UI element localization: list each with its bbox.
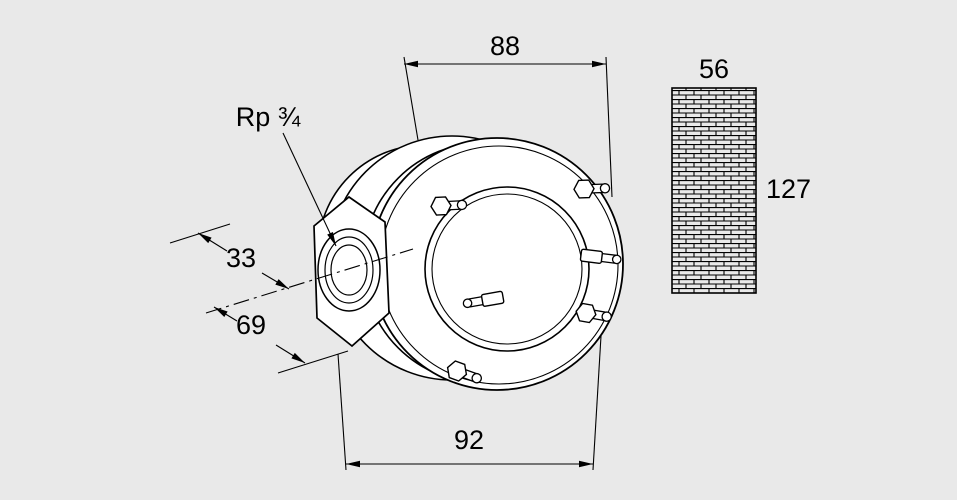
valve-body (313, 135, 624, 391)
extension-line (605, 56, 613, 198)
block-height-label: 127 (766, 174, 811, 204)
dimension-line (197, 232, 228, 252)
dim-88-label: 88 (490, 31, 520, 61)
port-axis-centerline (205, 248, 414, 314)
thread-outer-ellipse (317, 228, 381, 312)
thread-mid-ellipse (324, 236, 374, 304)
dimension-88: 88 (403, 31, 613, 198)
dimension-33: 33 (169, 223, 290, 290)
dim-69-label: 69 (236, 310, 266, 340)
extension-line (169, 223, 231, 244)
thread-inner-ellipse (330, 244, 368, 296)
leader-line (282, 132, 337, 247)
dimension-line (213, 306, 238, 322)
dim-33-label: 33 (226, 243, 256, 273)
extension-line (592, 335, 602, 471)
dim-92-label: 92 (454, 425, 484, 455)
wall-section-block: 56 127 (671, 54, 811, 294)
extension-line (403, 56, 419, 141)
extension-line (277, 350, 349, 374)
dimension-92: 92 (337, 335, 602, 471)
masonry-hatch-block (671, 87, 757, 294)
extension-line (337, 353, 347, 471)
dimension-line (275, 344, 306, 364)
dimension-69: 69 (213, 306, 349, 374)
thread-callout: Rp ¾ (236, 102, 337, 247)
block-width-label: 56 (699, 54, 729, 84)
dimension-line (261, 272, 290, 290)
flange-face-inner-circle (431, 193, 583, 345)
thread-label: Rp ¾ (236, 102, 301, 132)
